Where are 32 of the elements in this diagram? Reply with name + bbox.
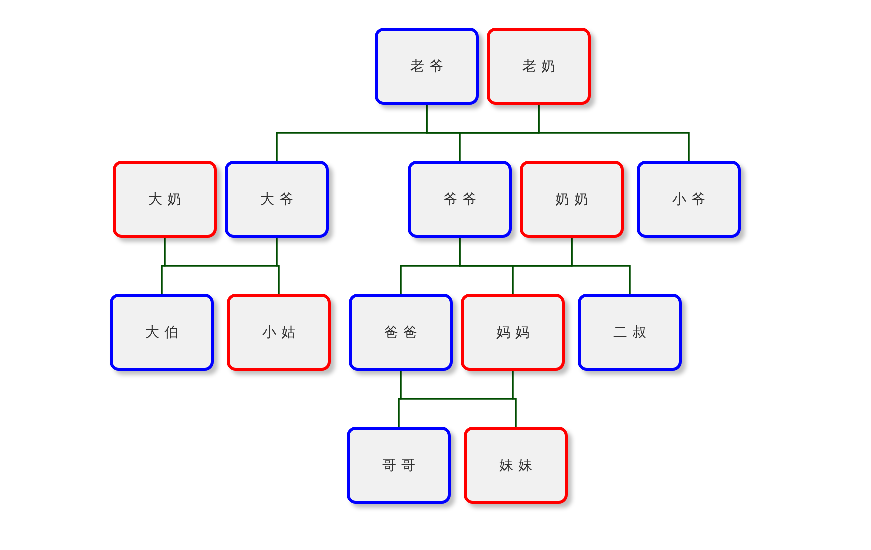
person-box	[520, 161, 624, 238]
family-connector	[571, 238, 631, 294]
person-name: 小爷	[672, 190, 710, 208]
person-box	[461, 294, 565, 371]
person-name: 二叔	[614, 324, 652, 342]
person-name: 爷爷	[444, 190, 482, 208]
family-connector	[538, 105, 690, 161]
person-box	[464, 427, 568, 504]
person-name: 妹妹	[500, 456, 538, 474]
person-name: 大爷	[260, 190, 298, 208]
person-box	[349, 294, 453, 371]
person-box	[487, 28, 591, 105]
family-connector	[276, 238, 280, 294]
person-box	[375, 28, 479, 105]
person-box	[113, 161, 217, 238]
person-box	[227, 294, 331, 371]
person-name: 哥哥	[382, 456, 420, 474]
person-name: 老爷	[410, 58, 448, 76]
family-connector	[512, 371, 517, 427]
person-box	[578, 294, 682, 371]
person-name: 老奶	[522, 58, 560, 76]
person-name: 小姑	[262, 324, 300, 342]
person-name: 大奶	[148, 190, 186, 208]
person-box	[637, 161, 741, 238]
person-box	[347, 427, 451, 504]
person-box	[225, 161, 329, 238]
person-box	[408, 161, 512, 238]
person-name: 大伯	[146, 324, 184, 342]
person-name: 爸爸	[384, 324, 422, 342]
person-box	[110, 294, 214, 371]
person-name: 奶奶	[556, 190, 594, 208]
person-name: 妈妈	[496, 324, 534, 342]
